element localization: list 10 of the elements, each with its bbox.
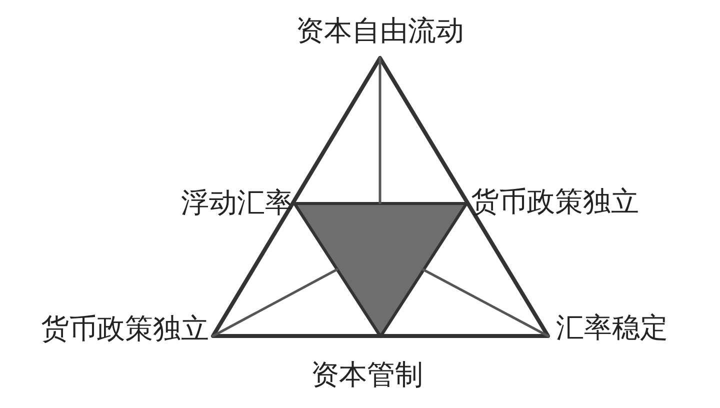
vertex-label: 资本自由流动 [296, 15, 464, 47]
connector-line [378, 56, 382, 204]
connector-line [212, 268, 338, 338]
vertex-label: 汇率稳定 [556, 312, 668, 344]
midpoint-label: 浮动汇率 [181, 187, 293, 219]
midpoint-label: 货币政策独立 [471, 186, 639, 218]
connector-line [422, 268, 550, 338]
midpoint-label: 资本管制 [311, 359, 423, 391]
vertex-label: 货币政策独立 [41, 313, 209, 345]
filled-triangle [292, 202, 468, 338]
